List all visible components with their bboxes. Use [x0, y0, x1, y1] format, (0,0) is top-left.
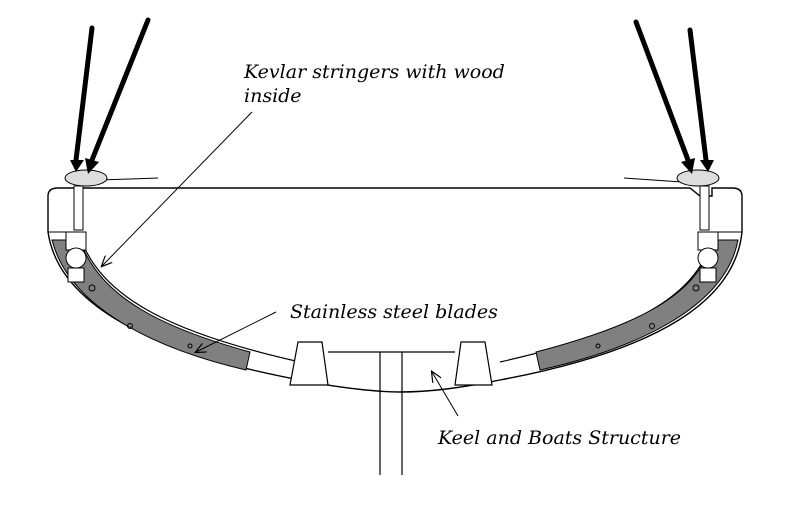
- fitting-left: [64, 169, 108, 283]
- keel-callout-arrow: [432, 372, 459, 417]
- stainless-steel-blades-label: Stainless steel blades: [290, 301, 498, 323]
- kevlar-callout-arrow: [102, 111, 253, 266]
- rigging-arrowheads: [70, 158, 714, 174]
- keel-post: [379, 388, 403, 475]
- keel-box: [289, 341, 493, 392]
- rigging-lines: [73, 17, 709, 163]
- keel-structure-label: Keel and Boats Structure: [438, 427, 682, 449]
- kevlar-stringer-right: [535, 239, 739, 371]
- rivets: [88, 284, 700, 349]
- kevlar-stringers-label: Kevlar stringers with wood inside: [244, 60, 505, 108]
- kevlar-stringers-label-line1: Kevlar stringers with wood: [244, 61, 505, 83]
- fitting-right: [676, 169, 720, 283]
- steel-callout-arrow: [196, 311, 277, 352]
- kevlar-stringer-left: [51, 239, 251, 371]
- kevlar-stringers-label-line2: inside: [244, 85, 302, 107]
- hull-outline: [47, 187, 743, 393]
